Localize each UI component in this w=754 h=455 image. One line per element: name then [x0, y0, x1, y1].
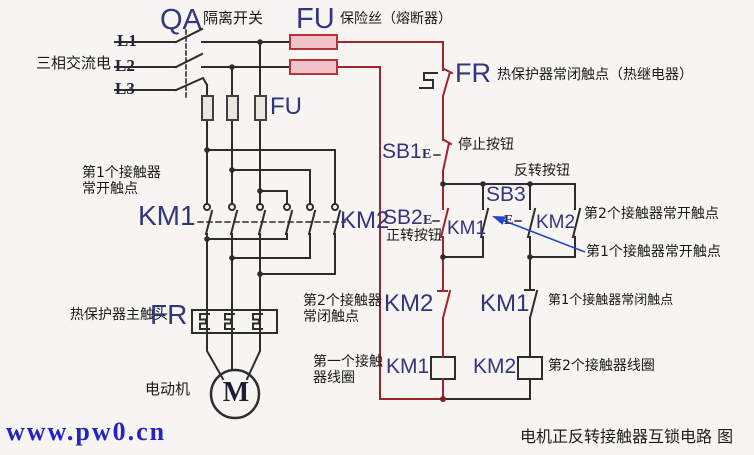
sb1-push-symbol: E [422, 147, 432, 162]
motor-symbol-letter: M [222, 377, 250, 408]
qa-switch-icon [174, 27, 209, 100]
km1-main-desc: 第1个接触器 常开触点 [82, 165, 161, 198]
pointer-arrow-icon [492, 216, 586, 253]
km1-no-desc: 第1个接触器常开触点 [586, 244, 721, 260]
km2-no-label: KM2 [536, 212, 576, 233]
km2-nc-desc: 第2个接触器 常闭触点 [303, 293, 382, 326]
watermark: www.pw0.cn [6, 417, 167, 446]
km-main-contacts-icon [197, 203, 346, 334]
motor-label: 电动机 [145, 380, 191, 398]
sb3-label: SB3 [486, 183, 526, 206]
branch-fuse-icons [201, 95, 267, 121]
sb1-desc: 停止按钮 [458, 137, 514, 153]
fu-branch-label: FU [270, 93, 302, 120]
control-wires-red [336, 41, 454, 400]
sb2-push-symbol: E [423, 213, 433, 228]
sb3-push-symbol: E [504, 213, 514, 228]
three-phase-label: 三相交流电 [36, 54, 112, 72]
phase-l3-label: L3 [115, 79, 135, 98]
sb2-label: SB2 [383, 206, 423, 229]
fr-control-desc: 热保护器常闭触点（热继电器） [497, 67, 693, 83]
main-fuse-icons [289, 34, 338, 75]
qa-desc: 隔离开关 [203, 9, 264, 27]
fu-main-label: FU [296, 3, 335, 35]
km1-no-label: KM1 [447, 218, 487, 239]
km2-no-desc: 第2个接触器常开触点 [584, 206, 719, 222]
sb2-desc: 正转按钮 [386, 228, 442, 244]
power-wires [114, 27, 336, 205]
km1-main-label: KM1 [138, 200, 196, 231]
km2-coil-desc: 第2个接触器线圈 [548, 358, 655, 374]
fu-main-desc: 保险丝（熔断器） [340, 11, 452, 27]
junction-dots [204, 39, 533, 402]
qa-label: QA [160, 4, 202, 36]
km1-coil-label: KM1 [386, 355, 430, 378]
km2-coil-label: KM2 [473, 355, 517, 378]
sb3-desc: 反转按钮 [514, 163, 570, 179]
fr-control-label: FR [455, 58, 491, 88]
km2-main-label: KM2 [340, 207, 390, 234]
fr-main-desc: 热保护器主触头 [70, 307, 168, 323]
km1-coil-desc: 第一个接触 器线圈 [313, 354, 383, 387]
km1-nc-desc: 第1个接触器常闭触点 [548, 293, 674, 308]
phase-l2-label: L2 [115, 56, 135, 75]
diagram-caption: 电机正反转接触器互锁电路 图 [520, 427, 734, 446]
km2-nc-label: KM2 [384, 290, 434, 317]
motor-icon [206, 332, 261, 420]
km1-nc-label: KM1 [480, 290, 530, 317]
phase-l1-label: L1 [117, 31, 137, 50]
fr-main-label: FR [150, 299, 188, 330]
sb1-label: SB1 [382, 140, 422, 163]
fr-thermal-element-icon [191, 309, 278, 334]
